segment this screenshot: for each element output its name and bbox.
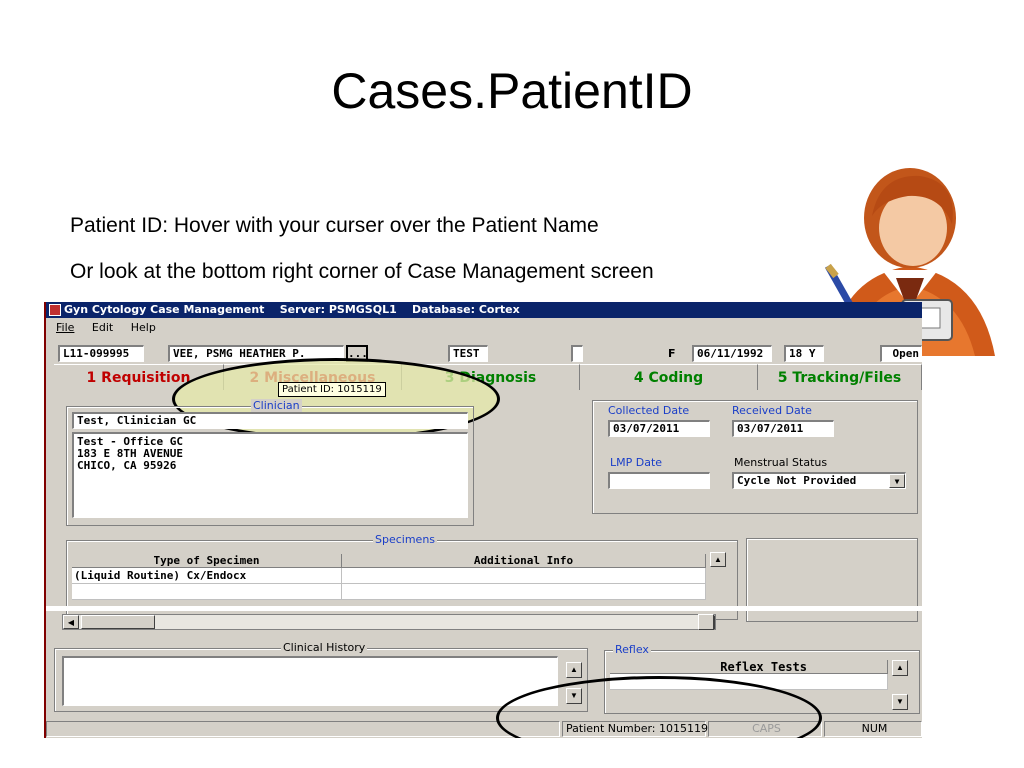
scroll-thumb[interactable] bbox=[81, 615, 155, 629]
clinician-group: Clinician bbox=[66, 399, 474, 526]
bullet-corner-instruction: Or look at the bottom right corner of Ca… bbox=[70, 260, 654, 283]
specimen-empty-row[interactable] bbox=[72, 584, 342, 600]
specimen-type-cell[interactable]: (Liquid Routine) Cx/Endocx bbox=[72, 568, 342, 584]
screenshot-seam bbox=[46, 606, 922, 611]
lmp-date-field[interactable] bbox=[608, 472, 710, 489]
dates-group bbox=[592, 400, 918, 514]
tab-tracking-label: Tracking/Files bbox=[792, 370, 902, 386]
case-management-window: Gyn Cytology Case Management Server: PSM… bbox=[44, 302, 922, 738]
tab-requisition-num: 1 bbox=[86, 370, 97, 386]
test-field[interactable]: TEST bbox=[448, 345, 488, 362]
bullet-hover-instruction: Patient ID: Hover with your curser over … bbox=[70, 214, 599, 237]
patient-lookup-button[interactable]: ... bbox=[346, 345, 368, 362]
additional-info-cell[interactable] bbox=[342, 568, 706, 584]
status-bar: Patient Number: 1015119 CAPS NUM bbox=[46, 720, 922, 738]
clinical-history-textarea[interactable] bbox=[62, 656, 558, 706]
specimen-empty-row-info[interactable] bbox=[342, 584, 706, 600]
tab-diagnosis-label: Diagnosis bbox=[459, 370, 537, 386]
chevron-up-icon[interactable]: ▲ bbox=[710, 552, 726, 567]
tab-tracking-num: 5 bbox=[777, 370, 788, 386]
num-indicator: NUM bbox=[824, 721, 922, 737]
window-title: Gyn Cytology Case Management Server: PSM… bbox=[64, 303, 520, 316]
history-scroll-up-icon[interactable]: ▲ bbox=[566, 662, 582, 678]
reflex-tests-row[interactable] bbox=[610, 674, 888, 690]
tab-requisition-label: Requisition bbox=[101, 370, 191, 386]
tab-diagnosis-num: 3 bbox=[444, 370, 455, 386]
tab-coding[interactable]: 4 Coding bbox=[580, 364, 758, 390]
reflex-scroll-up-icon[interactable]: ▲ bbox=[892, 660, 908, 676]
chevron-down-icon[interactable]: ▼ bbox=[889, 474, 905, 488]
history-scroll-down-icon[interactable]: ▼ bbox=[566, 688, 582, 704]
address-line-3: CHICO, CA 95926 bbox=[77, 459, 177, 472]
received-date-field[interactable]: 03/07/2011 bbox=[732, 420, 834, 437]
collected-date-label: Collected Date bbox=[608, 404, 690, 417]
tab-tracking-files[interactable]: 5 Tracking/Files bbox=[758, 364, 922, 390]
app-icon bbox=[49, 304, 61, 316]
specimens-group-label: Specimens bbox=[373, 533, 438, 546]
flag-checkbox[interactable] bbox=[571, 345, 583, 362]
additional-info-header: Additional Info bbox=[342, 554, 706, 568]
tab-requisition[interactable]: 1 Requisition bbox=[54, 364, 224, 390]
patient-number-status: Patient Number: 1015119 bbox=[562, 721, 708, 737]
menstrual-status-select[interactable]: Cycle Not Provided ▼ bbox=[732, 472, 906, 489]
menstrual-status-label: Menstrual Status bbox=[734, 456, 828, 469]
specimen-horizontal-scrollbar[interactable]: ◀ ▶ bbox=[62, 614, 716, 630]
clinician-group-label: Clinician bbox=[251, 399, 302, 412]
case-number-field[interactable]: L11-099995 bbox=[58, 345, 144, 362]
specimen-type-header: Type of Specimen bbox=[72, 554, 342, 568]
menu-edit[interactable]: Edit bbox=[91, 321, 114, 334]
caps-indicator: CAPS bbox=[708, 721, 822, 737]
clinical-history-group-label: Clinical History bbox=[281, 641, 368, 654]
clinical-history-group: Clinical History bbox=[54, 641, 588, 712]
tab-miscellaneous-num: 2 bbox=[249, 370, 260, 386]
window-titlebar: Gyn Cytology Case Management Server: PSM… bbox=[46, 302, 922, 318]
menu-bar: File Edit Help bbox=[46, 321, 922, 337]
slide-title: Cases.PatientID bbox=[331, 63, 693, 119]
tab-coding-num: 4 bbox=[633, 370, 644, 386]
collected-date-field[interactable]: 03/07/2011 bbox=[608, 420, 710, 437]
patient-name-field[interactable]: VEE, PSMG HEATHER P. bbox=[168, 345, 344, 362]
menu-file[interactable]: File bbox=[56, 321, 75, 334]
received-date-label: Received Date bbox=[732, 404, 812, 417]
scroll-corner bbox=[698, 614, 714, 630]
sex-value: F bbox=[668, 347, 676, 360]
address-line-2: 183 E 8TH AVENUE bbox=[77, 447, 183, 460]
menstrual-status-value: Cycle Not Provided bbox=[737, 474, 857, 487]
patient-id-tooltip: Patient ID: 1015119 bbox=[278, 382, 386, 397]
tab-diagnosis[interactable]: 3 Diagnosis bbox=[402, 364, 580, 390]
clinician-address-field[interactable]: Test - Office GC 183 E 8TH AVENUE CHICO,… bbox=[72, 432, 468, 518]
clinician-name-field[interactable]: Test, Clinician GC bbox=[72, 412, 468, 429]
reflex-group-label: Reflex bbox=[613, 643, 651, 656]
reflex-group: Reflex bbox=[604, 643, 920, 714]
tab-coding-label: Coding bbox=[648, 370, 704, 386]
lmp-date-label: LMP Date bbox=[610, 456, 663, 469]
address-line-1: Test - Office GC bbox=[77, 435, 183, 448]
reflex-tests-header: Reflex Tests bbox=[610, 660, 888, 674]
age-field[interactable]: 18 Y bbox=[784, 345, 824, 362]
dob-field[interactable]: 06/11/1992 bbox=[692, 345, 772, 362]
specimen-side-panel bbox=[746, 538, 918, 622]
status-message-cell bbox=[46, 721, 560, 737]
chevron-left-icon[interactable]: ◀ bbox=[63, 615, 79, 629]
menu-help[interactable]: Help bbox=[130, 321, 156, 334]
reflex-scroll-down-icon[interactable]: ▼ bbox=[892, 694, 908, 710]
case-status-field[interactable]: Open bbox=[880, 345, 922, 362]
